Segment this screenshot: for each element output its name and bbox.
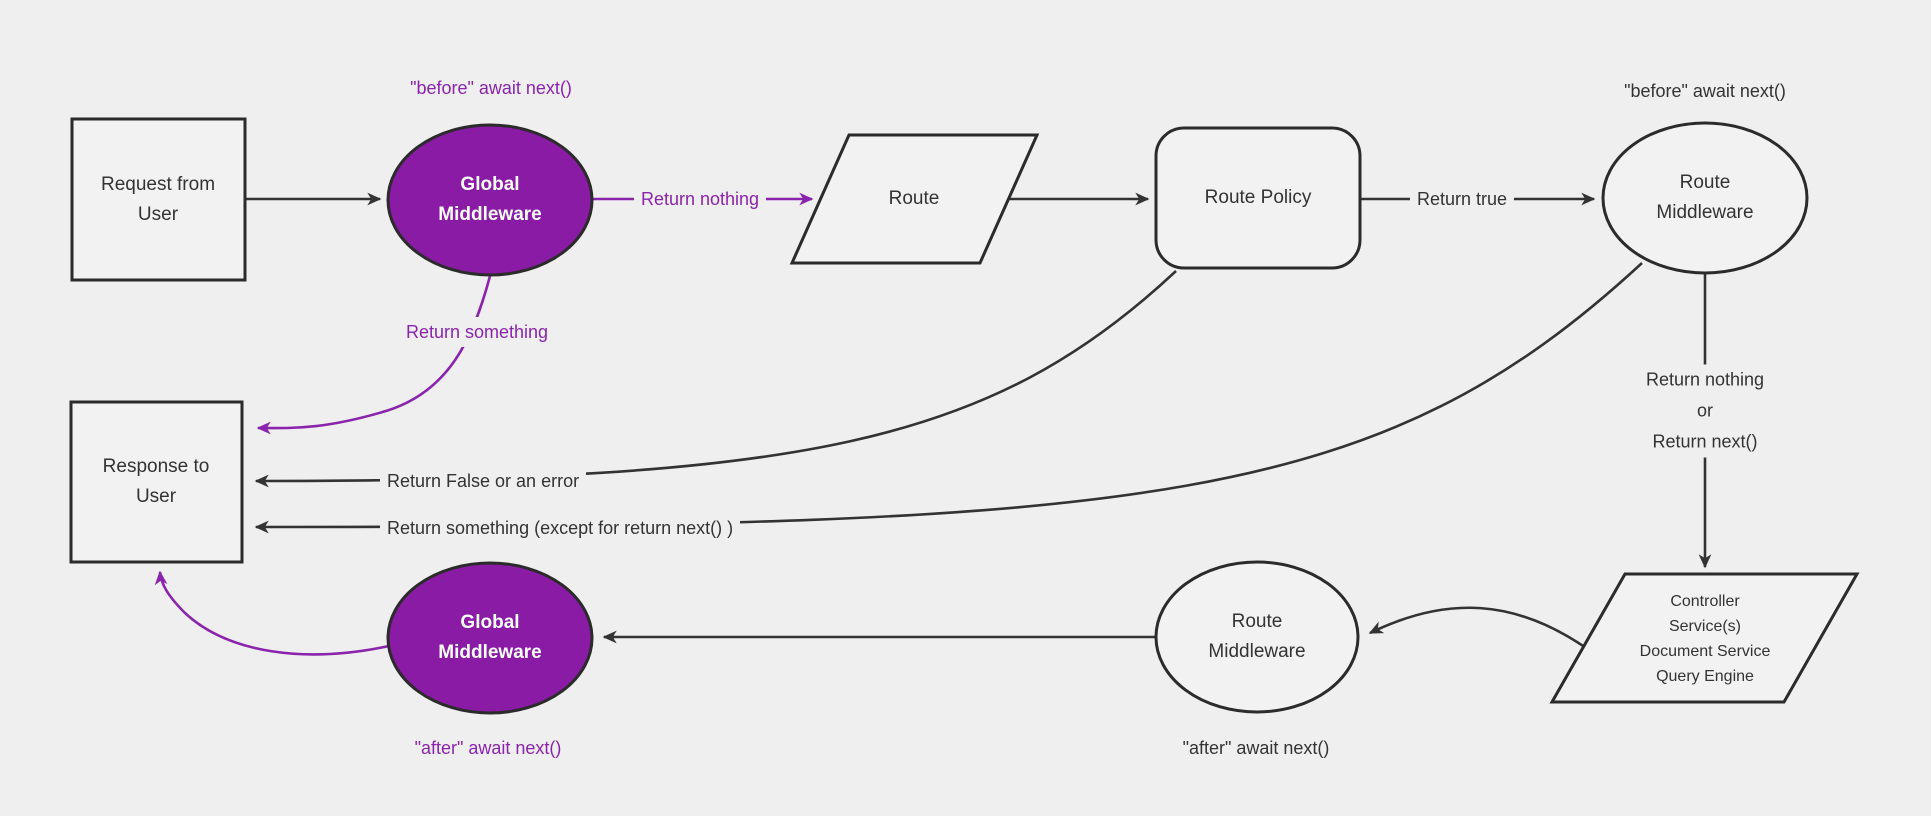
route-policy-label: Route Policy [1204, 187, 1312, 208]
label-return-true: Return true [1409, 184, 1515, 214]
global-middleware-bottom-label-line2: Middleware [438, 642, 542, 663]
label-return-nothing-or-next-line1: Return nothing [1645, 369, 1765, 390]
route-middleware-bottom-label-line1: Route [1231, 611, 1283, 632]
request-box-label: Request from User [101, 170, 215, 230]
label-return-nothing-or-next: Return nothing or Return next() [1638, 364, 1772, 458]
label-return-nothing-or-next-line2: or [1696, 400, 1713, 421]
controller-label-line4: Query Engine [1656, 668, 1754, 685]
label-return-nothing: Return nothing [633, 184, 767, 214]
node-global-middleware-top [386, 123, 594, 277]
response-box-label: Response to User [103, 452, 210, 512]
route-middleware-top-label-line2: Middleware [1656, 202, 1754, 223]
node-request-box [70, 117, 247, 282]
label-return-something: Return something [398, 317, 556, 347]
controller-label-line3: Document Service [1639, 643, 1771, 660]
label-before-await-top-right: "before" await next() [1624, 81, 1786, 101]
edge-controller-to-route-middleware-bottom [1368, 606, 1590, 652]
node-route-middleware-top [1601, 121, 1809, 275]
controller-label-line2: Service(s) [1668, 618, 1741, 635]
label-return-something-except: Return something (except for return next… [380, 513, 741, 543]
global-middleware-top-label: Global Middleware [438, 170, 541, 230]
node-response-box [69, 400, 244, 564]
edge-route-policy-to-response [254, 270, 1177, 488]
route-middleware-bottom-label-line2: Middleware [1208, 641, 1306, 662]
node-controller-parallelogram [1549, 572, 1860, 704]
global-middleware-top-label-line1: Global [460, 174, 520, 195]
label-return-false-or-error: Return False or an error [380, 466, 587, 496]
route-middleware-top-label: Route Middleware [1656, 168, 1753, 228]
global-middleware-bottom-label-line1: Global [460, 612, 520, 633]
label-after-await-middle: "after" await next() [1182, 738, 1330, 758]
node-route-parallelogram [789, 133, 1040, 265]
response-box-label-line1: Response to [102, 456, 210, 477]
label-return-nothing-or-next-line3: Return next() [1652, 431, 1758, 452]
label-after-await-left: "after" await next() [414, 738, 562, 758]
route-label: Route [888, 188, 940, 209]
response-box-label-line2: User [135, 486, 177, 507]
node-route-policy-box [1154, 126, 1362, 270]
route-middleware-top-label-line1: Route [1679, 172, 1731, 193]
global-middleware-top-label-line2: Middleware [438, 204, 542, 225]
edge-global-middleware-bottom-to-response [154, 570, 390, 656]
request-box-label-line1: Request from [100, 174, 216, 195]
controller-label-line1: Controller [1670, 593, 1740, 610]
label-before-await-top-left: "before" await next() [410, 78, 572, 98]
global-middleware-bottom-label: Global Middleware [438, 608, 541, 668]
controller-label: Controller Service(s) Document Service Q… [1640, 589, 1771, 689]
request-box-label-line2: User [137, 204, 179, 225]
node-global-middleware-bottom [386, 561, 594, 715]
node-route-middleware-bottom [1154, 560, 1360, 714]
edge-global-middleware-to-response [256, 275, 492, 435]
route-middleware-bottom-label: Route Middleware [1208, 607, 1305, 667]
